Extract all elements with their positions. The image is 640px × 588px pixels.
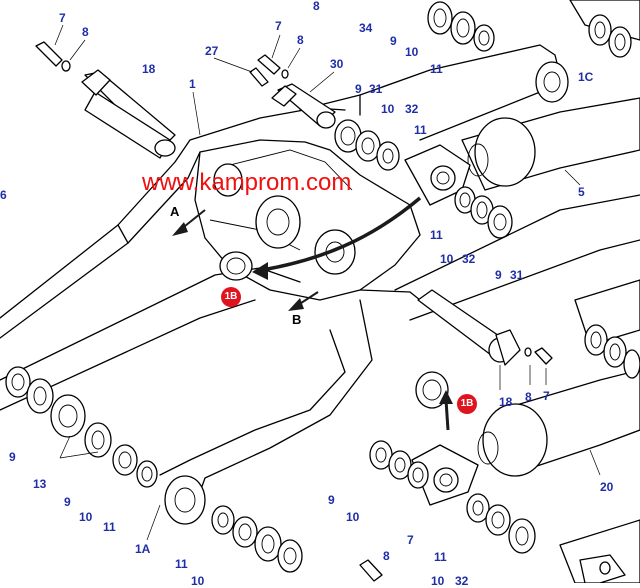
callout-9-mid: 9 bbox=[495, 268, 502, 282]
callout-7-top-left: 7 bbox=[59, 11, 66, 25]
callout-10-lower-mid: 10 bbox=[346, 510, 360, 524]
callout-9-left: 9 bbox=[9, 450, 16, 464]
callout-1: 1 bbox=[189, 77, 196, 91]
callout-6: 6 bbox=[0, 188, 7, 202]
callout-10-mid: 10 bbox=[440, 252, 454, 266]
assembly-arrow-b bbox=[288, 291, 319, 311]
bushing-1b-lower bbox=[415, 371, 449, 409]
callout-18-right: 18 bbox=[499, 395, 513, 409]
bracket-bottom-right bbox=[579, 554, 626, 583]
callout-7-bottom: 7 bbox=[407, 533, 414, 547]
callout-27: 27 bbox=[205, 44, 219, 58]
callout-1a: 1A bbox=[135, 542, 151, 556]
boom-bore-center bbox=[213, 163, 356, 275]
callout-32-center: 32 bbox=[405, 102, 419, 116]
washer-stack-top bbox=[427, 1, 495, 52]
callout-10-lower-right: 10 bbox=[431, 574, 445, 588]
bolt-7-top-left bbox=[35, 41, 71, 72]
washer-stack-left bbox=[5, 366, 158, 488]
washer-stack-right-mid bbox=[454, 186, 513, 239]
callout-20: 20 bbox=[600, 480, 614, 494]
cylinder-right-mid bbox=[574, 279, 640, 346]
curved-arrow-to-bushing bbox=[252, 196, 422, 280]
callout-9-top: 9 bbox=[390, 34, 397, 48]
callout-18-left: 18 bbox=[142, 62, 156, 76]
callout-10-bottom: 10 bbox=[191, 574, 205, 588]
cylinder-5 bbox=[461, 97, 640, 191]
bushing-1b-upper bbox=[219, 251, 253, 281]
callout-10-top: 10 bbox=[405, 45, 419, 59]
ref-badge-1b-lower: 1B bbox=[457, 394, 477, 414]
cylinder-20 bbox=[477, 369, 640, 477]
callout-11-bottom: 11 bbox=[175, 557, 188, 571]
washer-stack-center bbox=[334, 119, 400, 171]
callout-9-lower-mid: 9 bbox=[328, 493, 335, 507]
view-label-b: B bbox=[292, 312, 302, 327]
callout-11-center: 11 bbox=[414, 123, 427, 137]
callout-8-bottom: 8 bbox=[383, 549, 390, 563]
boom-frame bbox=[0, 44, 640, 521]
washer-stack-lower-mid bbox=[369, 440, 429, 489]
vertical-arrow-to-bushing bbox=[439, 390, 453, 431]
washer-stack-lower-right bbox=[466, 493, 536, 554]
callout-7-top-center: 7 bbox=[275, 19, 282, 33]
boom-end-1a bbox=[164, 475, 206, 525]
callout-11-top: 11 bbox=[430, 62, 443, 76]
washer-stack-bottom bbox=[211, 505, 303, 573]
callout-8-top-left: 8 bbox=[82, 25, 89, 39]
callout-8-top: 8 bbox=[313, 0, 320, 13]
pin-30 bbox=[271, 83, 336, 129]
callout-10-center: 10 bbox=[381, 102, 395, 116]
watermark: www.kamprom.com bbox=[142, 169, 352, 196]
bolt-27 bbox=[249, 67, 269, 87]
callout-30: 30 bbox=[330, 57, 344, 71]
washer-stack-right-lower bbox=[584, 324, 640, 379]
washer-stack-upper-right bbox=[535, 14, 632, 103]
callout-32-mid: 32 bbox=[462, 252, 476, 266]
callout-8-top-center: 8 bbox=[297, 33, 304, 47]
callout-31-center: 31 bbox=[369, 82, 383, 96]
bolt-7-right bbox=[524, 347, 553, 365]
callout-31-mid: 31 bbox=[510, 268, 524, 282]
callout-32-lower-right: 32 bbox=[455, 574, 469, 588]
callout-8-right: 8 bbox=[525, 390, 532, 404]
callout-10-lower-left: 10 bbox=[79, 510, 93, 524]
ref-badge-1b-upper: 1B bbox=[221, 287, 241, 307]
assembly-arrow-a bbox=[172, 209, 206, 236]
pin-18-left bbox=[81, 69, 176, 159]
callout-11-lower-right: 11 bbox=[434, 550, 447, 564]
callout-34: 34 bbox=[359, 21, 373, 35]
callout-7-right: 7 bbox=[543, 389, 550, 403]
callout-1c: 1C bbox=[578, 70, 594, 84]
bolt-7-top-center bbox=[257, 54, 289, 79]
rod-eye-upper bbox=[404, 144, 471, 206]
pin-18-right bbox=[417, 289, 521, 366]
callout-9-lower-left: 9 bbox=[64, 495, 71, 509]
callout-11-mid: 11 bbox=[430, 228, 443, 242]
bolt-7-bottom bbox=[359, 559, 383, 582]
leader-lines bbox=[54, 24, 601, 541]
callout-11-lower-left: 11 bbox=[103, 520, 116, 534]
callout-9-center: 9 bbox=[355, 82, 362, 96]
view-label-a: A bbox=[170, 204, 180, 219]
callout-13: 13 bbox=[33, 477, 47, 491]
callout-5: 5 bbox=[578, 185, 585, 199]
rod-eye-lower bbox=[411, 444, 479, 506]
